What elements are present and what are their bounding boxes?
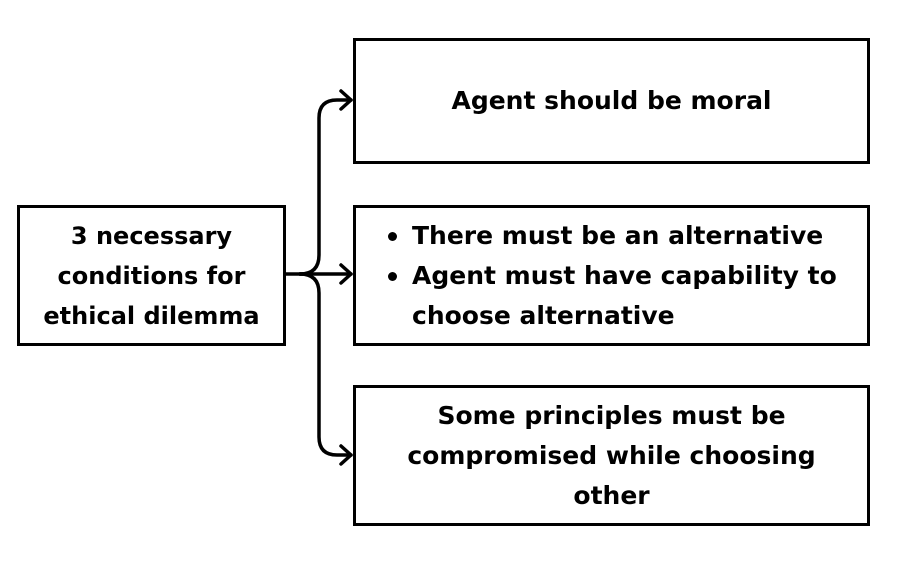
- arrowhead-middle-icon: [339, 263, 353, 285]
- connector-branch-top: [298, 98, 353, 276]
- condition-1-text: Agent should be moral: [451, 86, 772, 115]
- condition-node-2: There must be an alternative Agent must …: [353, 205, 870, 346]
- condition-3-text: Some principles must be compromised whil…: [407, 400, 816, 510]
- root-node: 3 necessary conditions for ethical dilem…: [17, 205, 286, 346]
- arrowhead-bottom-icon: [339, 444, 353, 466]
- condition-node-3: Some principles must be compromised whil…: [353, 385, 870, 526]
- condition-node-1: Agent should be moral: [353, 38, 870, 164]
- bullet-item: There must be an alternative: [388, 216, 852, 256]
- connector-branch-bottom: [298, 272, 353, 457]
- root-node-text: 3 necessary conditions for ethical dilem…: [43, 221, 260, 330]
- bullet-item: Agent must have capability to choose alt…: [388, 256, 852, 336]
- condition-2-bullet-list: There must be an alternative Agent must …: [356, 216, 852, 336]
- arrowhead-top-icon: [339, 89, 353, 111]
